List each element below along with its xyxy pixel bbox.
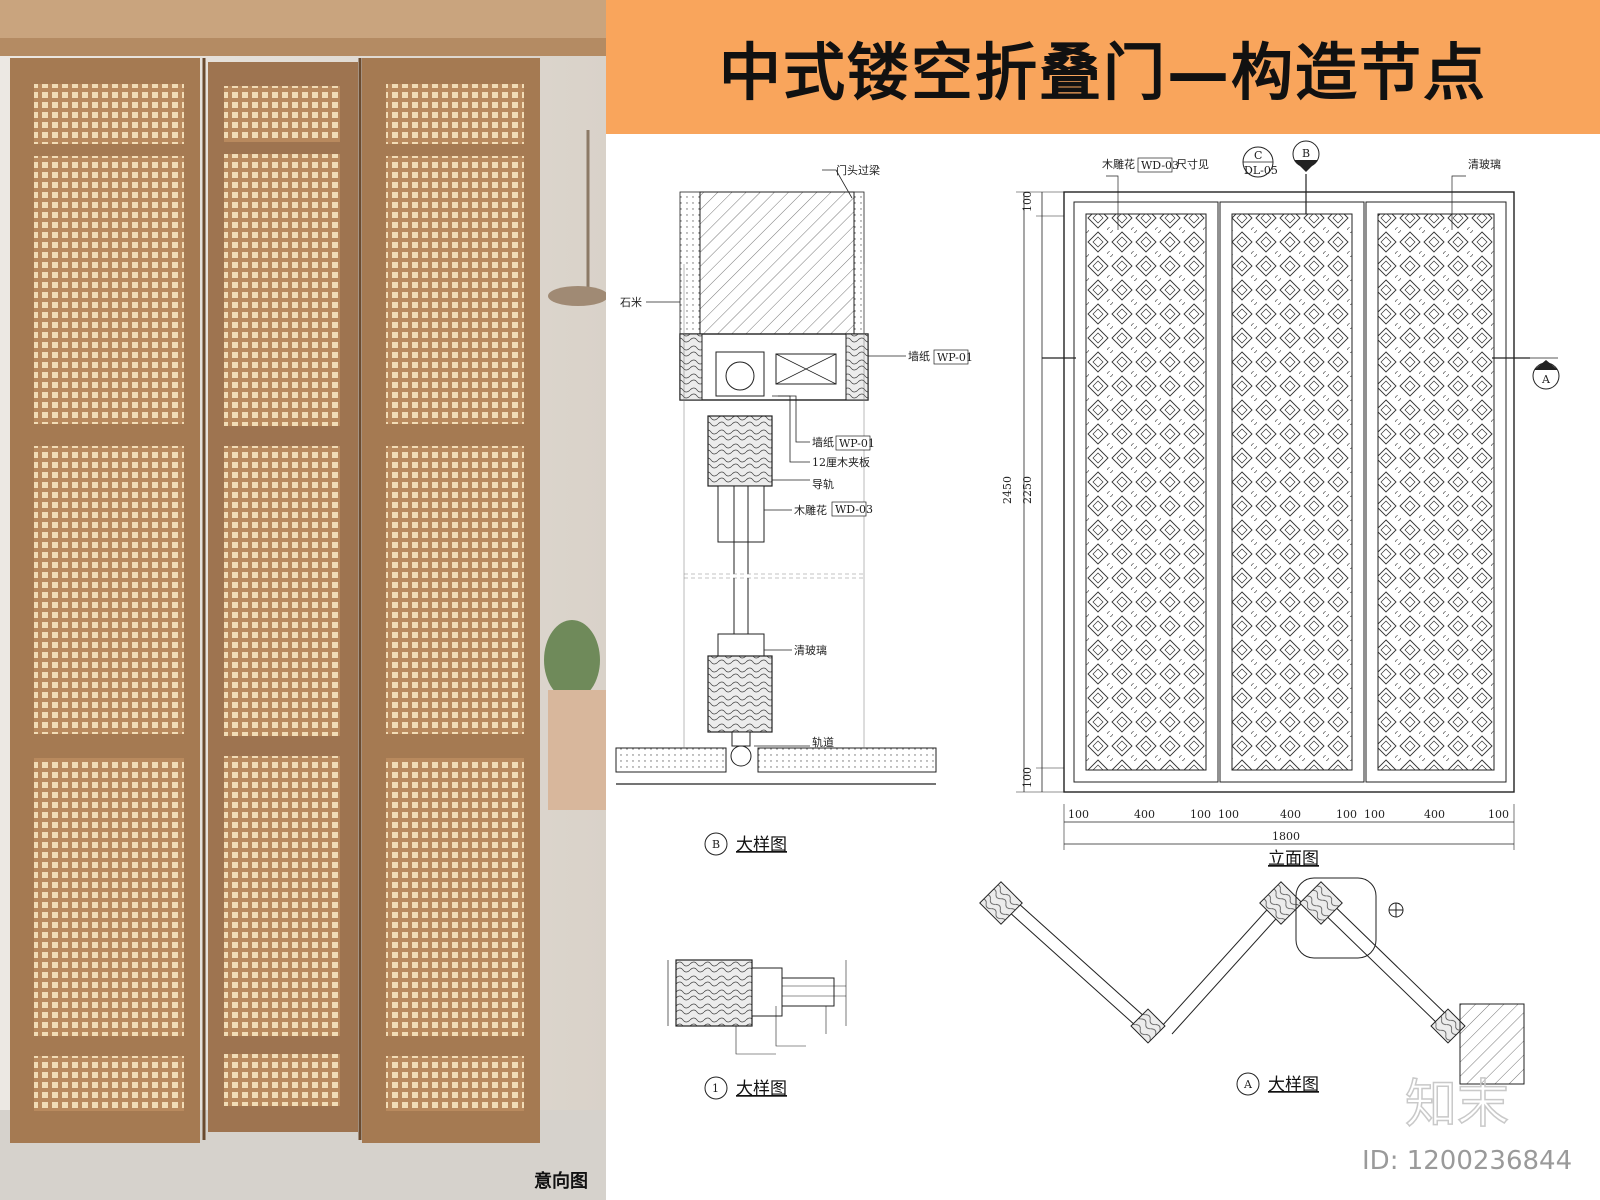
dim-h-1: 400 bbox=[1134, 808, 1155, 821]
dim-h-3: 100 bbox=[1218, 808, 1239, 821]
label-glass: 清玻璃 bbox=[794, 643, 827, 657]
elev-ref-note: 尺寸见 bbox=[1176, 157, 1209, 171]
caption-1-symbol: 1 bbox=[712, 1082, 719, 1095]
label-guide: 导轨 bbox=[812, 477, 834, 491]
label-plywood: 12厘木夹板 bbox=[812, 455, 870, 469]
ref-c-bottom: DL-05 bbox=[1244, 164, 1278, 177]
detail-a: A 大样图 bbox=[979, 877, 1525, 1096]
detail-1: 1 大样图 bbox=[667, 959, 847, 1100]
elev-carving-label: 木雕花 bbox=[1102, 157, 1135, 171]
dim-total-width: 1800 bbox=[1272, 830, 1300, 843]
page-title: 中式镂空折叠门—构造节点 bbox=[718, 36, 1487, 109]
reference-photo bbox=[0, 0, 606, 1200]
caption-a-symbol: A bbox=[1243, 1078, 1253, 1091]
dim-h-7: 400 bbox=[1424, 808, 1445, 821]
door-panel-left bbox=[10, 58, 200, 1143]
logo-text: 知末 bbox=[1405, 1075, 1509, 1132]
dim-bottom: 100 bbox=[1021, 767, 1034, 788]
dim-top: 100 bbox=[1021, 191, 1034, 212]
label-wallpaper-top: 墙纸 bbox=[908, 349, 930, 363]
construction-drawings: 门头过梁 石米 墙纸 WP-01 墙纸 WP-01 12厘木夹板 导轨 木雕花 … bbox=[615, 140, 1560, 1100]
door-panel-right bbox=[362, 58, 540, 1143]
code-wallpaper-top: WP-01 bbox=[937, 351, 973, 364]
title-bar: 中式镂空折叠门—构造节点 bbox=[606, 0, 1600, 134]
label-stone: 石米 bbox=[620, 296, 642, 309]
section-b-detail: 门头过梁 石米 墙纸 WP-01 墙纸 WP-01 12厘木夹板 导轨 木雕花 … bbox=[615, 163, 973, 856]
caption-b-symbol: B bbox=[712, 838, 720, 851]
label-track: 轨道 bbox=[812, 735, 834, 749]
folding-door-illustration bbox=[0, 0, 606, 1200]
door-panel-middle bbox=[208, 62, 358, 1132]
section-b-mark: B bbox=[1302, 147, 1310, 160]
code-carving: WD-03 bbox=[835, 503, 873, 516]
horizontal-dim-labels: 100 400 100 100 400 100 100 400 100 bbox=[1068, 808, 1509, 821]
section-a-mark: A bbox=[1541, 373, 1551, 386]
brand-logo: 知末 bbox=[1405, 1074, 1510, 1132]
elev-carving-code: WD-03 bbox=[1141, 159, 1179, 172]
dim-h-4: 400 bbox=[1280, 808, 1301, 821]
code-wallpaper-mid: WP-01 bbox=[839, 437, 875, 450]
caption-detail-a: 大样图 bbox=[1268, 1075, 1319, 1095]
photo-caption: 意向图 bbox=[534, 1171, 588, 1192]
label-beam: 门头过梁 bbox=[836, 163, 880, 177]
dim-h-2: 100 bbox=[1190, 808, 1211, 821]
label-wallpaper-mid: 墙纸 bbox=[812, 435, 834, 449]
id-label: ID: 1200236844 bbox=[1362, 1146, 1573, 1176]
dim-h-6: 100 bbox=[1364, 808, 1385, 821]
dim-total-height: 2450 bbox=[1001, 476, 1014, 504]
ref-c-top: C bbox=[1254, 149, 1262, 162]
caption-elevation: 立面图 bbox=[1268, 849, 1319, 869]
dim-h-5: 100 bbox=[1336, 808, 1357, 821]
dim-inner-height: 2250 bbox=[1021, 476, 1034, 504]
dim-h-8: 100 bbox=[1488, 808, 1509, 821]
elev-glass-label: 清玻璃 bbox=[1468, 157, 1501, 171]
label-carving: 木雕花 bbox=[794, 503, 827, 517]
caption-b: 大样图 bbox=[736, 835, 787, 855]
caption-detail-1: 大样图 bbox=[736, 1079, 787, 1099]
dim-h-0: 100 bbox=[1068, 808, 1089, 821]
elevation-drawing: 2450 2250 100 100 100 400 100 100 400 10… bbox=[1001, 140, 1560, 869]
